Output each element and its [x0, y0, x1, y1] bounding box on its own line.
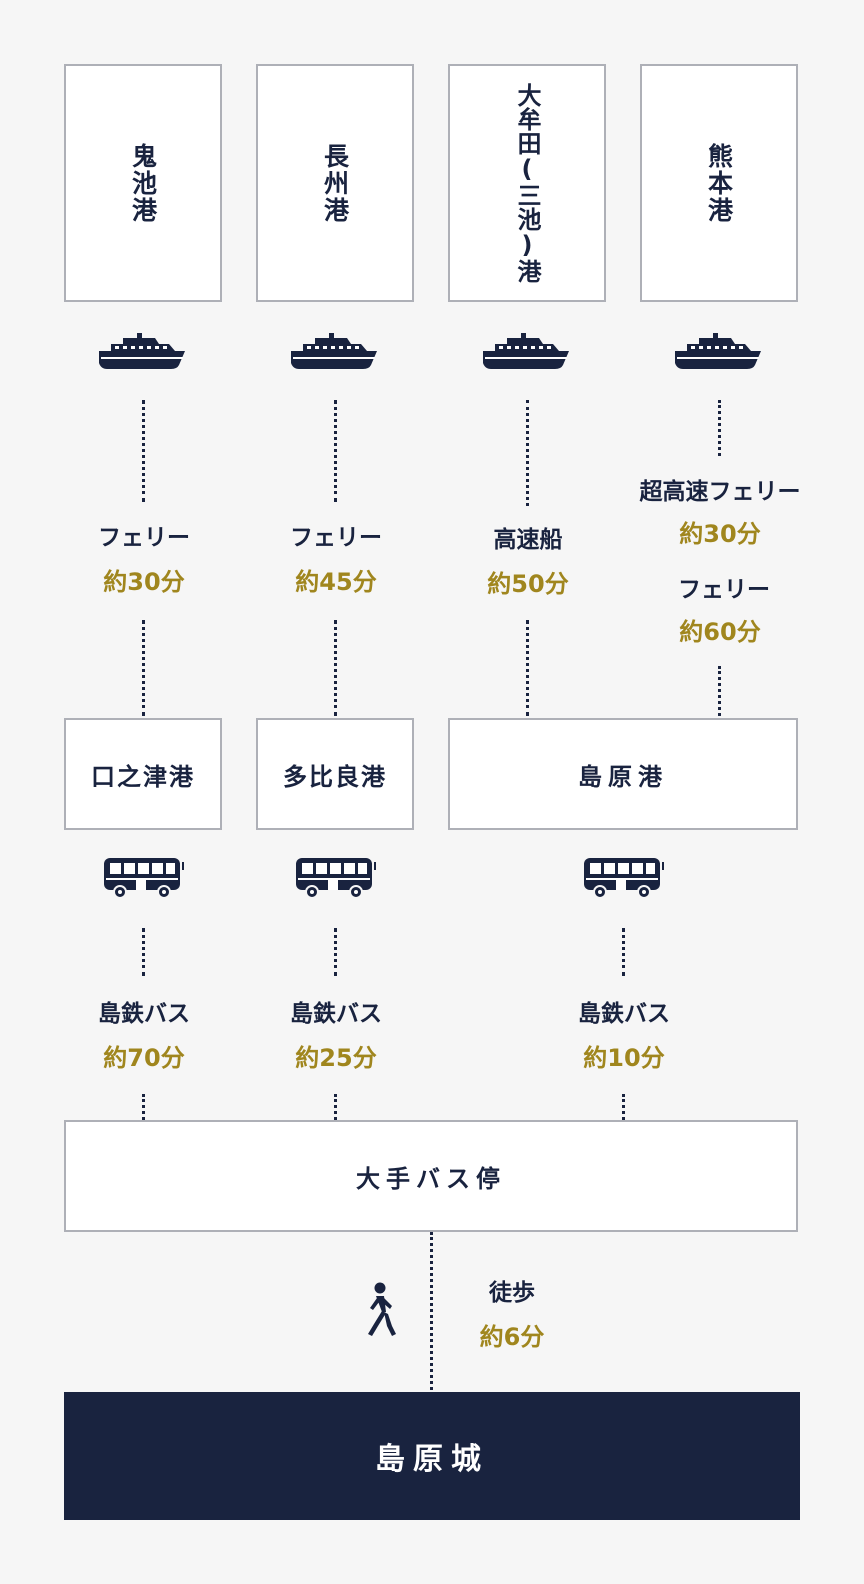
route-line — [334, 928, 337, 976]
bus-icon — [584, 858, 664, 899]
route-line — [622, 1094, 625, 1120]
ferry-time-label: 約45分 — [295, 568, 377, 596]
walk-mode-label: 徒歩 — [489, 1280, 535, 1306]
ferry-mode-label-2: フェリー — [678, 577, 770, 603]
ferry-icon — [483, 333, 569, 369]
route-line — [142, 928, 145, 976]
origin-box-choshuport: 長州港 — [256, 64, 414, 302]
bus-stop-box: 大手バス停 — [64, 1120, 798, 1232]
bus-mode-label: 島鉄バス — [290, 1001, 382, 1027]
port-box-shimabara: 島原港 — [448, 718, 798, 830]
route-line — [622, 928, 625, 976]
port-name: 口之津港 — [91, 762, 195, 791]
ferry-time-label: 約30分 — [679, 520, 761, 548]
bus-time-label: 約70分 — [103, 1044, 185, 1072]
ferry-mode-label: 超高速フェリー — [639, 479, 801, 505]
bus-time-label: 約25分 — [295, 1044, 377, 1072]
ferry-icon — [99, 333, 185, 369]
origin-name: 熊本港 — [704, 142, 734, 224]
route-line — [718, 400, 721, 456]
bus-mode-label: 島鉄バス — [578, 1001, 670, 1027]
destination-name: 島原城 — [375, 1442, 489, 1477]
ferry-time-label: 約50分 — [487, 570, 569, 598]
origin-name: 鬼池港 — [128, 142, 158, 224]
bus-icon — [296, 858, 376, 899]
port-box-kuchinotsu: 口之津港 — [64, 718, 222, 830]
port-name: 多比良港 — [283, 762, 387, 791]
route-line — [430, 1232, 433, 1390]
bus-stop-name: 大手バス停 — [356, 1164, 506, 1193]
route-line — [334, 400, 337, 502]
ferry-icon — [675, 333, 761, 369]
ferry-mode-label: 高速船 — [493, 527, 563, 553]
route-line — [718, 666, 721, 716]
walking-person-icon — [368, 1282, 396, 1336]
route-line — [142, 620, 145, 716]
route-line — [142, 1094, 145, 1120]
ferry-time-label: 約30分 — [103, 568, 185, 596]
origin-box-omutaport: 大牟田(三池)港 — [448, 64, 606, 302]
origin-box-kumamotoport: 熊本港 — [640, 64, 798, 302]
ferry-time-label-2: 約60分 — [679, 618, 761, 646]
origin-name: 大牟田(三池)港 — [513, 83, 541, 283]
destination-box: 島原城 — [64, 1392, 800, 1520]
ferry-icon — [291, 333, 377, 369]
bus-mode-label: 島鉄バス — [98, 1001, 190, 1027]
origin-box-onikeport: 鬼池港 — [64, 64, 222, 302]
port-box-taira: 多比良港 — [256, 718, 414, 830]
route-line — [142, 400, 145, 502]
port-name: 島原港 — [578, 762, 668, 791]
ferry-mode-label: フェリー — [290, 525, 382, 551]
route-line — [334, 1094, 337, 1120]
route-line — [334, 620, 337, 716]
bus-icon — [104, 858, 184, 899]
origin-name: 長州港 — [320, 142, 350, 224]
route-line — [526, 400, 529, 506]
route-line — [526, 620, 529, 716]
ferry-mode-label: フェリー — [98, 525, 190, 551]
walk-time-label: 約6分 — [479, 1323, 545, 1351]
bus-time-label: 約10分 — [583, 1044, 665, 1072]
